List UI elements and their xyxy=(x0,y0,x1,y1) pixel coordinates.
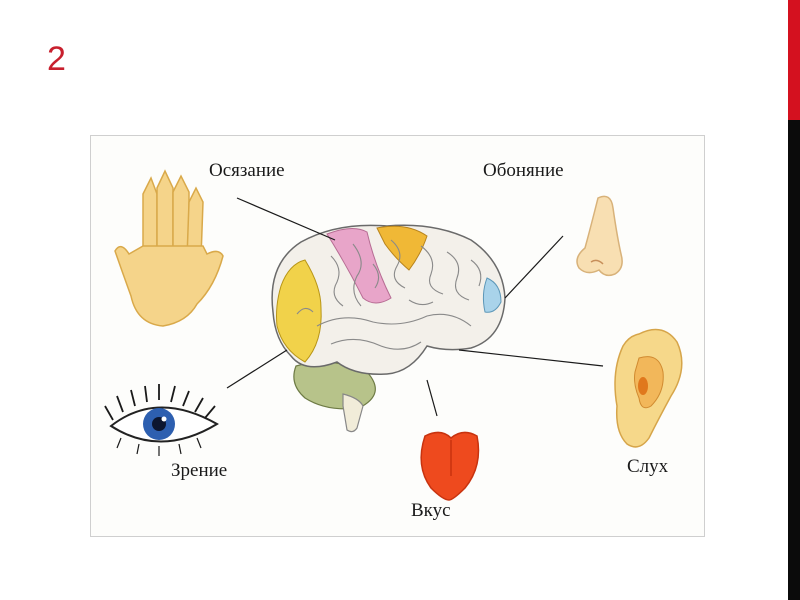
nose-icon xyxy=(576,195,623,277)
leader-lines xyxy=(226,197,604,417)
leader-line-vision xyxy=(226,349,288,389)
leader-line-smell xyxy=(504,235,564,299)
leader-line-hearing xyxy=(458,349,604,367)
label-hearing: Слух xyxy=(627,456,669,477)
label-smell: Обоняние xyxy=(483,160,564,181)
diagram-canvas xyxy=(104,169,683,501)
eye-icon xyxy=(104,384,219,456)
ear-icon xyxy=(614,328,683,448)
brain-icon xyxy=(271,224,506,433)
label-taste: Вкус xyxy=(411,500,451,521)
slide-edge-accent-red xyxy=(788,0,800,120)
leader-line-touch xyxy=(236,197,336,241)
label-vision: Зрение xyxy=(171,460,228,481)
slide-number: 2 xyxy=(47,40,66,78)
leader-line-taste xyxy=(426,379,438,417)
senses-brain-diagram: Осязание Обоняние Зрение Вкус Слух xyxy=(90,135,705,537)
label-touch: Осязание xyxy=(209,160,285,181)
tongue-icon xyxy=(420,431,480,501)
slide-edge-accent-black xyxy=(788,120,800,600)
hand-icon xyxy=(114,169,224,327)
